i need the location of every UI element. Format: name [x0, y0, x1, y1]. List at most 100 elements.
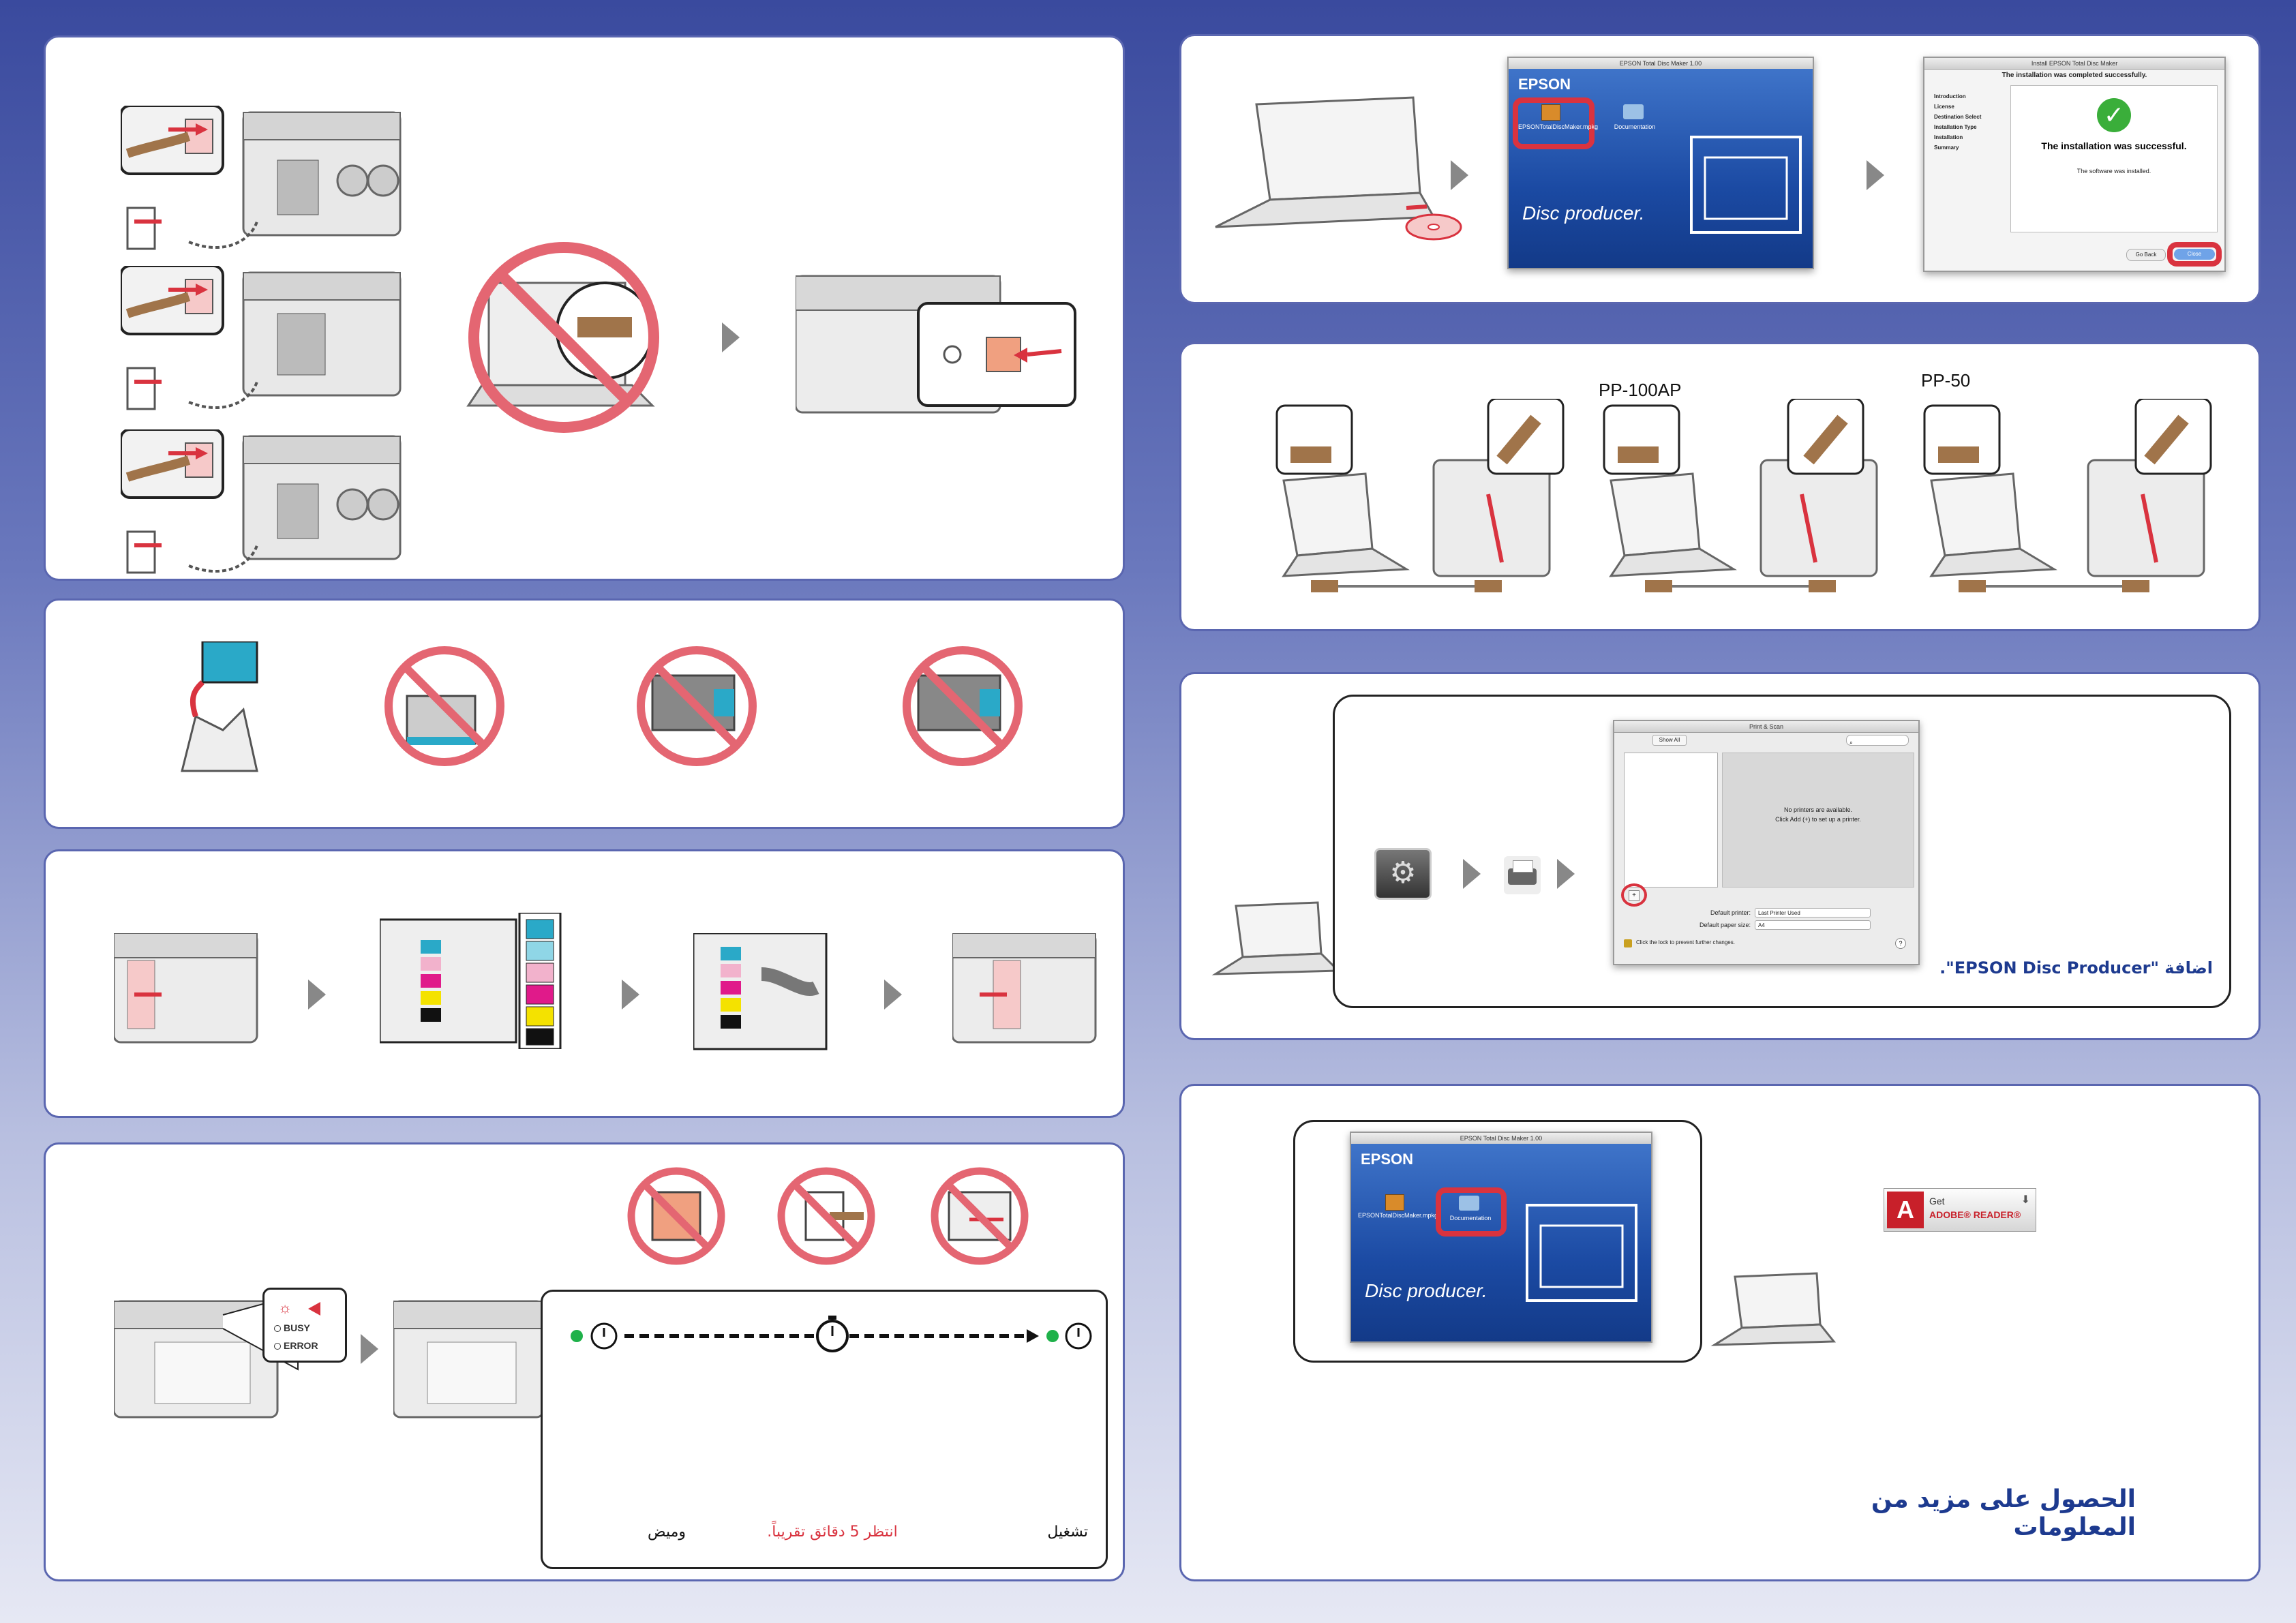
printer-cover-open-illustration: [114, 933, 258, 1044]
detail-pane: No printers are available. Click Add (+)…: [1722, 753, 1914, 888]
power-cable-illustration-2: [121, 266, 402, 410]
step-arrow-icon: [361, 1334, 378, 1364]
step-item: Introduction: [1934, 93, 1966, 100]
add-printer-hint: Click Add (+) to set up a printer.: [1775, 816, 1861, 823]
panel-install-software: EPSON Total Disc Maker 1.00 EPSON EPSONT…: [1179, 34, 2261, 304]
download-arrow-icon: ⬇: [2021, 1194, 2030, 1206]
printer-list[interactable]: [1624, 753, 1718, 888]
cartridge-slots-illustration: [380, 913, 562, 1049]
printer-status-illustration: [114, 1293, 299, 1419]
print-scan-icon[interactable]: [1504, 856, 1541, 894]
add-printer-caption: اضافة "EPSON Disc Producer".: [1939, 958, 2213, 977]
laptop-icon: [1211, 901, 1341, 975]
folder-icon[interactable]: [1623, 104, 1644, 119]
window-title: Print & Scan: [1614, 721, 1918, 733]
documentation-highlight: [1436, 1187, 1507, 1237]
folder-icon[interactable]: [1459, 1196, 1479, 1211]
step-arrow-icon: [1451, 160, 1468, 190]
charging-timeline-box: وميض انتظر 5 دقائق تقريباً. تشغيل: [541, 1290, 1108, 1569]
success-check-icon: ✓: [2097, 98, 2131, 132]
blink-label: وميض: [648, 1523, 686, 1541]
printer-outline-graphic: [1526, 1204, 1637, 1302]
panel-more-information: EPSON Total Disc Maker 1.00 EPSON EPSONT…: [1179, 1084, 2261, 1581]
step-arrow-icon: [1557, 859, 1575, 889]
lock-text: Click the lock to prevent further change…: [1636, 939, 1735, 945]
panel-add-printer: ⚙ Print & Scan Show All ⌕ + No printers …: [1179, 672, 2261, 1040]
step-arrow-icon: [1463, 859, 1481, 889]
window-title: EPSON Total Disc Maker 1.00: [1509, 58, 1813, 70]
wait-label: انتظر 5 دقائق تقريباً.: [767, 1523, 898, 1541]
completion-banner: The installation was completed successfu…: [2002, 72, 2147, 79]
package-label[interactable]: EPSONTotalDiscMaker.mpkg: [1518, 123, 1599, 130]
charging-timeline: [571, 1316, 1092, 1352]
package-icon[interactable]: [1385, 1194, 1404, 1211]
adobe-logo-icon: A: [1887, 1192, 1924, 1228]
package-label[interactable]: EPSONTotalDiscMaker.mpkg: [1358, 1212, 1438, 1219]
paper-size-select[interactable]: A4: [1755, 920, 1871, 930]
package-highlight: [1513, 97, 1595, 149]
lock-icon[interactable]: [1624, 939, 1632, 947]
model-label-pp100ap: PP-100AP: [1599, 380, 1682, 400]
step-item: Installation: [1934, 134, 1963, 140]
documentation-window: EPSON Total Disc Maker 1.00 EPSON EPSONT…: [1350, 1132, 1652, 1343]
busy-label: BUSY: [284, 1322, 310, 1333]
adobe-reader-label: ADOBE® READER®: [1929, 1209, 2021, 1220]
step-arrow-icon: [722, 322, 740, 352]
panel-ink-charging: ☼ BUSY ERROR وميض انتظر 5 دقائق تقريباً.…: [44, 1142, 1125, 1581]
get-adobe-reader-badge[interactable]: A Get ADOBE® READER® ⬇: [1884, 1188, 2036, 1232]
package-icon[interactable]: [1541, 104, 1560, 121]
add-button-highlight: [1621, 883, 1647, 907]
installer-steps: Introduction License Destination Select …: [1934, 93, 2009, 155]
step-item: License: [1934, 104, 1954, 110]
no-open-cover-icon: [931, 1167, 1029, 1265]
paper-size-label: Default paper size:: [1699, 922, 1751, 928]
usb-connection-illustration-pp50: [1923, 399, 2212, 592]
more-info-heading: الحصول على مزيد من المعلومات: [1871, 1485, 2136, 1541]
default-printer-select[interactable]: Last Printer Used: [1755, 908, 1871, 917]
content-pane: ✓ The installation was successful. The s…: [2010, 85, 2218, 232]
no-unplug-icon: [777, 1167, 875, 1265]
search-icon: ⌕: [1849, 739, 1854, 746]
cartridge-unpack-illustration: [181, 641, 258, 772]
add-printer-button[interactable]: +: [1629, 890, 1640, 901]
step-item: Installation Type: [1934, 124, 1977, 130]
epson-logo: EPSON: [1361, 1151, 1414, 1168]
close-button-highlight: [2167, 242, 2222, 267]
search-field[interactable]: ⌕: [1846, 735, 1909, 746]
adobe-get-label: Get: [1929, 1196, 1945, 1207]
step-arrow-icon: [1867, 160, 1884, 190]
usb-connection-illustration-pp100ap: [1603, 399, 1878, 592]
folder-label[interactable]: Documentation: [1614, 123, 1656, 130]
no-shake-cartridge-icon: [637, 646, 757, 766]
printer-outline-graphic: [1690, 136, 1802, 234]
step-item: Destination Select: [1934, 114, 1982, 120]
epson-logo: EPSON: [1518, 76, 1571, 93]
laptop-icon: [1710, 1272, 1837, 1346]
laptop-disc-illustration: [1215, 96, 1462, 241]
success-sub-message: The software was installed.: [2076, 168, 2151, 175]
no-touch-chip-icon: [384, 646, 504, 766]
power-on-label: تشغيل: [1047, 1523, 1088, 1541]
panel-connect-power: [44, 35, 1125, 581]
panel-usb-connection: PP-100AP PP-50: [1179, 342, 2261, 631]
no-printers-message: No printers are available.: [1783, 806, 1853, 813]
window-title: Install EPSON Total Disc Maker: [1924, 58, 2224, 70]
show-all-button[interactable]: Show All: [1652, 735, 1687, 746]
install-complete-window: Install EPSON Total Disc Maker The insta…: [1923, 57, 2226, 272]
status-lights-callout: ☼ BUSY ERROR: [262, 1288, 347, 1363]
help-icon[interactable]: ?: [1895, 938, 1906, 949]
panel-cartridge-handling: [44, 598, 1125, 829]
close-button[interactable]: Close: [2174, 249, 2215, 260]
power-button-printer-illustration: [796, 275, 1076, 414]
disc-producer-logo: Disc producer.: [1365, 1280, 1487, 1301]
documentation-callout: EPSON Total Disc Maker 1.00 EPSON EPSONT…: [1293, 1120, 1702, 1363]
step-item: Summary: [1934, 145, 1959, 151]
folder-label[interactable]: Documentation: [1449, 1215, 1492, 1222]
step-arrow-icon: [622, 980, 639, 1010]
error-label: ERROR: [284, 1340, 318, 1351]
blinking-light-icon: ☼: [278, 1299, 292, 1316]
indicator-arrow-icon: [308, 1302, 320, 1316]
system-preferences-icon[interactable]: ⚙: [1374, 848, 1432, 900]
no-touch-port-icon: [903, 646, 1023, 766]
go-back-button[interactable]: Go Back: [2126, 249, 2166, 261]
